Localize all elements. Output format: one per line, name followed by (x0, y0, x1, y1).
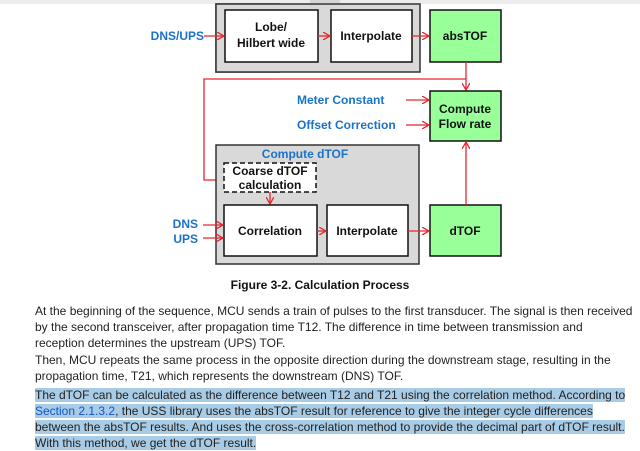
abstof-block (429, 9, 502, 63)
calculation-process-figure: Lobe/ Hilbert wide Interpolate absTOF DN… (151, 3, 502, 265)
section-link[interactable]: Section 2.1.3.2 (35, 404, 116, 418)
dns-ups-label: DNS/UPS (151, 29, 204, 43)
compute-dtof-title: Compute dTOF (262, 147, 348, 161)
compute-label: Compute (439, 102, 491, 116)
selected-text-start: The dTOF can be calculated as the differ… (35, 388, 626, 402)
paragraph-downstream: Then, MCU repeats the same process in th… (35, 353, 611, 383)
interpolate-abs-block (330, 9, 413, 63)
correlation-block (223, 204, 318, 257)
selected-text-end: , the USS library uses the absTOF result… (35, 404, 625, 450)
figure-caption: Figure 3-2. Calculation Process (230, 278, 410, 292)
calculation-label: calculation (239, 178, 302, 192)
interpolate-abs-label: Interpolate (340, 29, 402, 43)
correlation-label: Correlation (238, 224, 302, 238)
lobe-hilbert-block (224, 9, 319, 63)
coarse-dtof-block (223, 162, 317, 193)
interpolate-dtof-block (326, 204, 409, 257)
meter-constant-label: Meter Constant (297, 93, 384, 107)
abstof-to-coarse-arrow (203, 78, 466, 180)
paragraph-dtof-selected: The dTOF can be calculated as the differ… (35, 387, 635, 451)
hilbert-label: Hilbert wide (237, 36, 305, 50)
paragraph-sequence-start: At the beginning of the sequence, MCU se… (35, 304, 633, 350)
dtof-block (429, 204, 502, 257)
dns-label: DNS (173, 217, 198, 231)
compute-flow-rate-block (429, 90, 502, 142)
lobe-label: Lobe/ (255, 20, 288, 34)
scroll-top-bar (0, 0, 640, 4)
offset-correction-label: Offset Correction (297, 118, 396, 132)
dtof-label: dTOF (449, 224, 480, 238)
abstof-label: absTOF (443, 29, 487, 43)
interpolate-dtof-label: Interpolate (336, 224, 398, 238)
ups-label: UPS (173, 232, 198, 246)
scroll-thumb[interactable] (310, 0, 340, 3)
flow-rate-label: Flow rate (439, 117, 492, 131)
coarse-dtof-label: Coarse dTOF (232, 164, 307, 178)
